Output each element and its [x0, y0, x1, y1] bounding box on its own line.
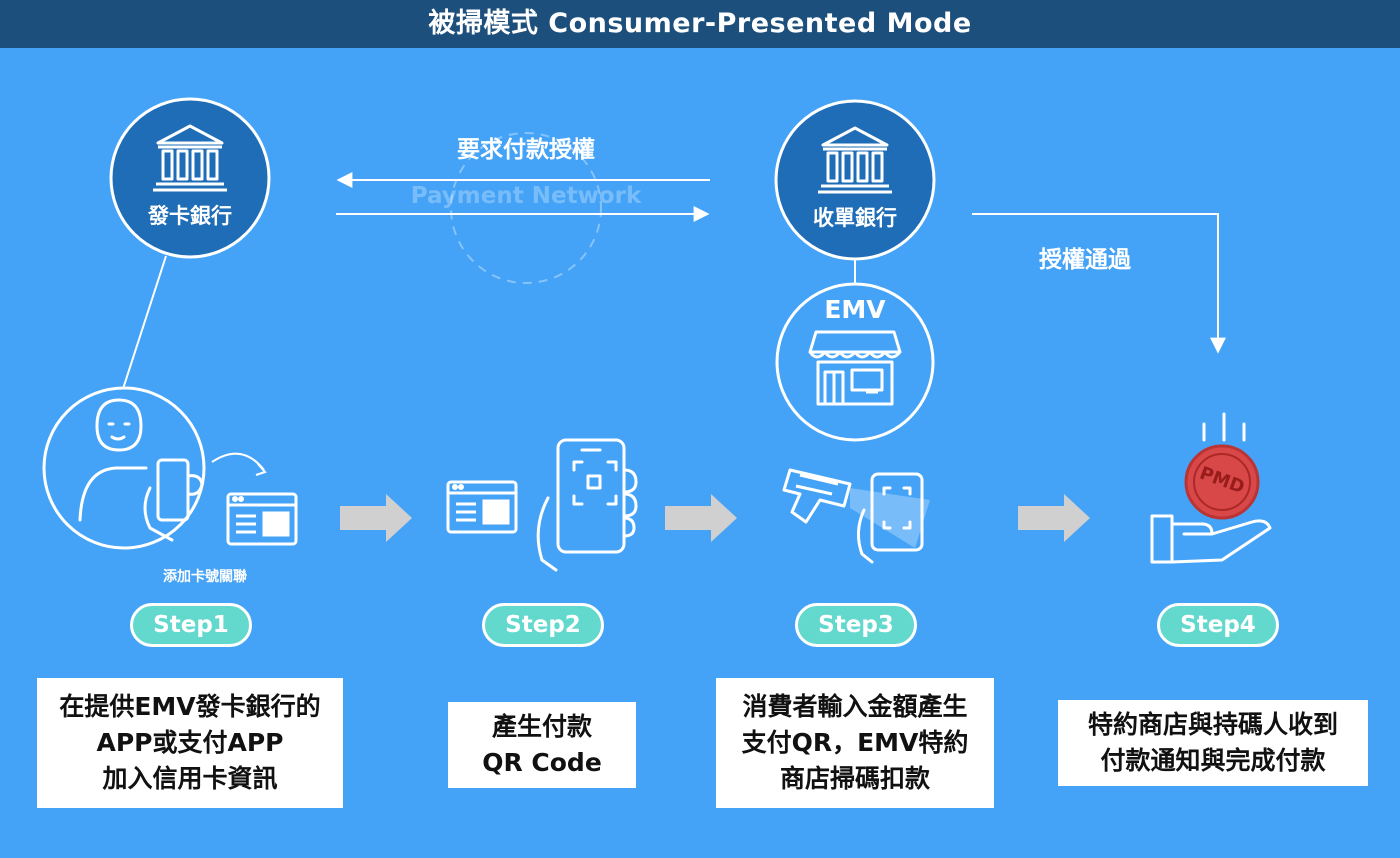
add-card-caption: 添加卡號關聯	[163, 569, 247, 585]
acquirer-bank-icon	[818, 126, 892, 194]
step2-badge: Step2	[482, 603, 604, 647]
flow-arrow-3	[1018, 494, 1090, 542]
curved-arrow-icon	[211, 452, 265, 471]
step2-desc-line-2: QR Code	[482, 748, 602, 777]
step3-desc-line-3: 商店掃碼扣款	[779, 764, 930, 793]
payment-network-watermark: Payment Network	[410, 183, 642, 209]
phone-in-hand-icon	[143, 458, 204, 542]
request-authorization-label: 要求付款授權	[457, 137, 595, 163]
step1-desc-line-1: 在提供EMV發卡銀行的	[59, 692, 321, 721]
step2-desc-line-1: 產生付款	[491, 712, 592, 741]
barcode-scanner-icon	[782, 468, 852, 524]
flow-arrow-2	[665, 494, 737, 542]
step4-desc-line-1: 特約商店與持碼人收到	[1087, 710, 1338, 739]
qr-phone-icon	[536, 438, 638, 572]
page-title: 被掃模式 Consumer-Presented Mode	[0, 0, 1400, 48]
issuer-user-connector	[121, 255, 167, 393]
webpage-icon	[446, 480, 518, 534]
step1-desc-line-2: APP或支付APP	[96, 728, 284, 757]
emv-badge: EMV	[824, 295, 886, 324]
step4-desc-line-2: 付款通知與完成付款	[1100, 746, 1326, 775]
step2-description: 產生付款 QR Code	[448, 702, 636, 788]
scanned-phone-icon	[857, 472, 924, 564]
step3-desc-line-1: 消費者輸入金額產生	[742, 692, 968, 721]
coin-icon	[1184, 444, 1260, 520]
authorization-passed-label: 授權通過	[1039, 247, 1131, 273]
step4-badge: Step4	[1157, 603, 1279, 647]
step1-desc-line-3: 加入信用卡資訊	[102, 764, 278, 793]
issuer-bank-icon	[153, 124, 227, 192]
falling-lines-icon	[1202, 412, 1246, 442]
step3-badge: Step3	[795, 603, 917, 647]
receiving-hand-icon	[1150, 514, 1272, 564]
payment-network-circle	[450, 132, 602, 284]
user-icon	[78, 398, 148, 522]
step1-badge: Step1	[130, 603, 252, 647]
acquirer-bank-circle	[774, 99, 936, 261]
auth-pass-arrow	[972, 213, 1226, 354]
scan-beam	[850, 488, 930, 548]
step3-description: 消費者輸入金額產生 支付QR，EMV特約 商店掃碼扣款	[716, 678, 994, 808]
step3-desc-line-2: 支付QR，EMV特約	[741, 728, 969, 757]
step1-description: 在提供EMV發卡銀行的 APP或支付APP 加入信用卡資訊	[37, 678, 343, 808]
flow-arrow-1	[340, 494, 412, 542]
acquirer-bank-label: 收單銀行	[813, 206, 897, 230]
issuer-bank-circle	[109, 97, 271, 259]
store-icon	[808, 330, 902, 406]
card-webpage-icon	[226, 492, 298, 546]
step4-description: 特約商店與持碼人收到 付款通知與完成付款	[1058, 700, 1368, 786]
issuer-bank-label: 發卡銀行	[148, 204, 232, 228]
